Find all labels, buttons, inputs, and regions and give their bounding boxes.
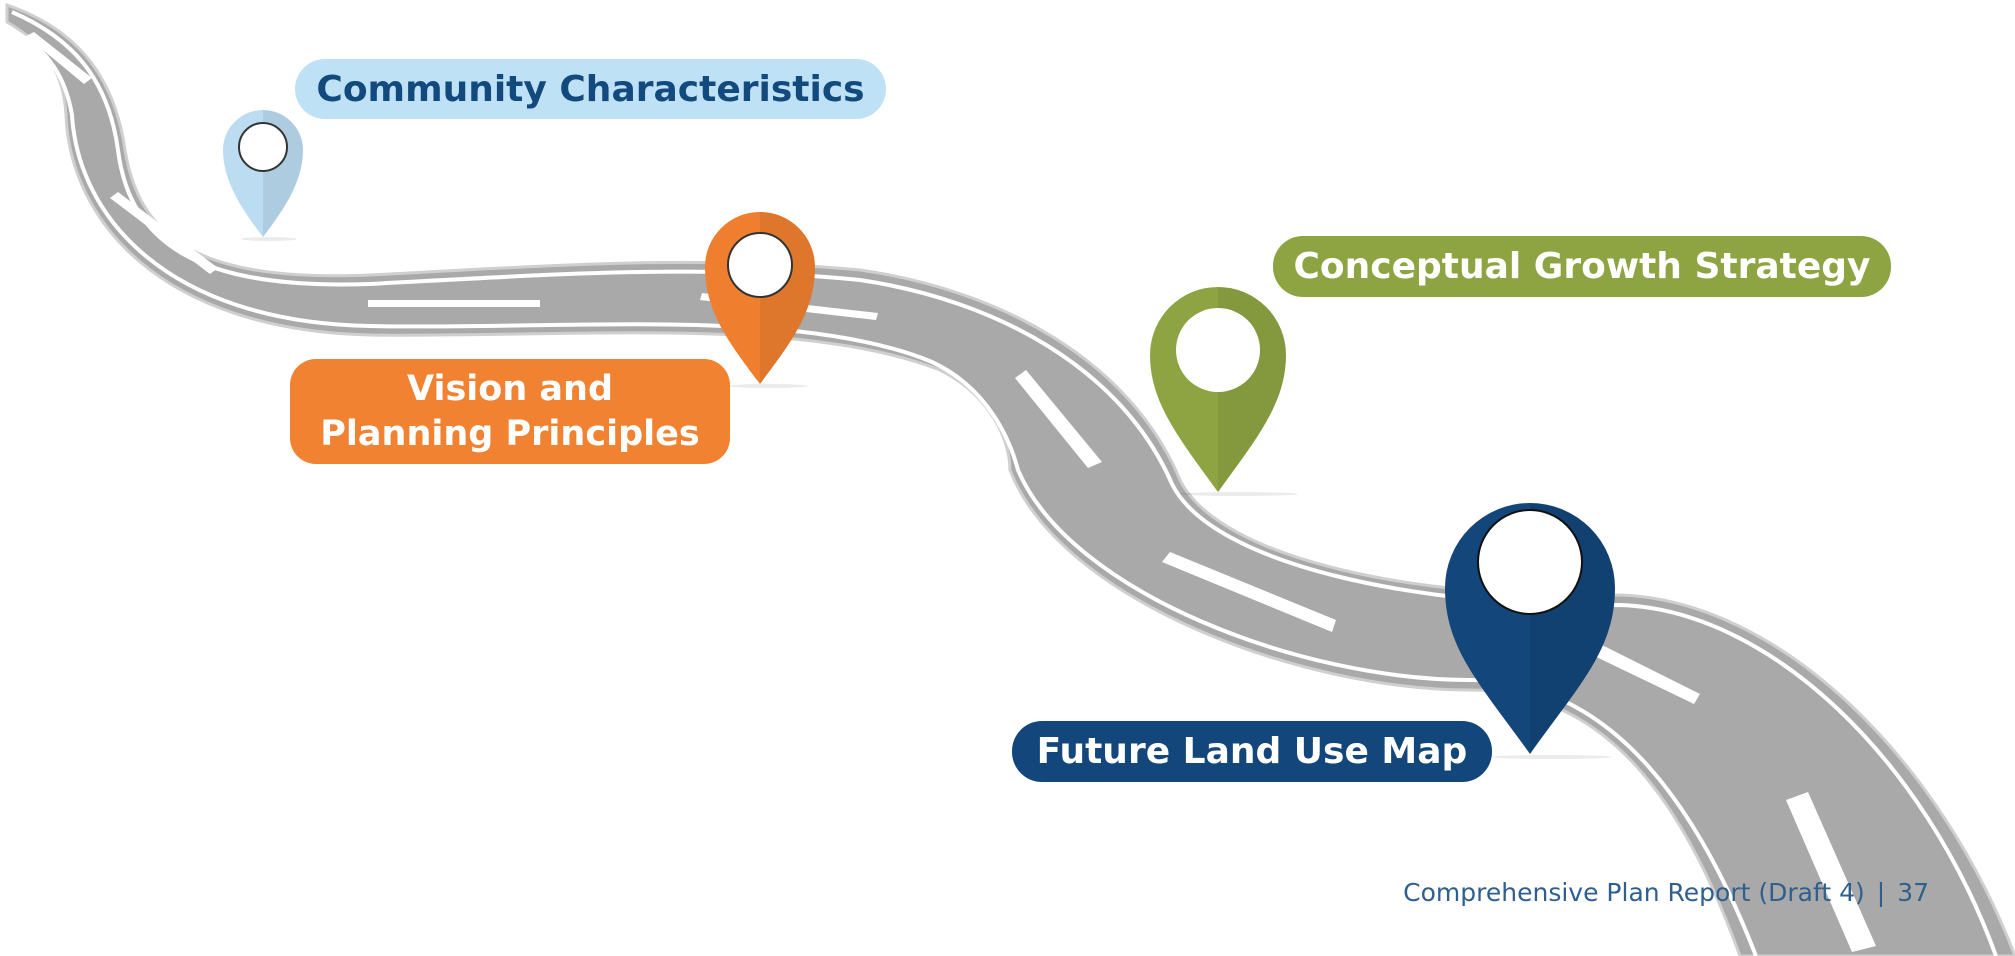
footer-separator: | (1876, 878, 1886, 907)
step-label-text-line-2: Planning Principles (320, 413, 700, 454)
map-pin-icon (223, 110, 303, 241)
road-center-dashes (26, 32, 1876, 952)
step-label-text-line-1: Vision and (406, 368, 614, 409)
page-footer: Comprehensive Plan Report (Draft 4) | 37 (1403, 878, 1929, 907)
step-label-text: Community Characteristics (316, 68, 865, 110)
road-dash (1162, 552, 1336, 632)
step-label-text: Future Land Use Map (1036, 731, 1468, 772)
road-dash (26, 32, 92, 84)
footer-page-number: 37 (1897, 878, 1929, 907)
road-dash (1586, 640, 1700, 704)
map-pin-icon (1445, 503, 1615, 759)
road-dash (1786, 792, 1876, 952)
map-pin-icon (1150, 287, 1298, 496)
road-dash (1015, 370, 1102, 468)
road-dash (368, 300, 540, 307)
step-label-text: Conceptual Growth Strategy (1293, 246, 1871, 287)
step-label-future-land-use-map: Future Land Use Map (1012, 721, 1492, 782)
map-pin-icon (705, 211, 815, 388)
road-dash (110, 192, 218, 274)
step-label-vision-planning-principles: Vision and Planning Principles (290, 359, 730, 464)
road-surface (5, 2, 2015, 956)
step-label-conceptual-growth-strategy: Conceptual Growth Strategy (1273, 236, 1891, 297)
footer-report-title: Comprehensive Plan Report (Draft 4) (1403, 878, 1865, 907)
step-label-community-characteristics: Community Characteristics (295, 59, 886, 119)
